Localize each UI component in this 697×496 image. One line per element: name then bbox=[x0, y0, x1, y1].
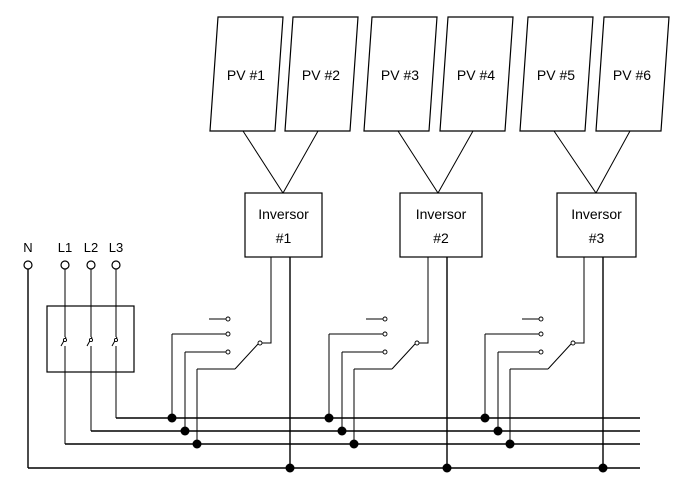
inverter-1-title: Inversor bbox=[258, 206, 309, 222]
pv-panel-6-label: PV #6 bbox=[613, 67, 651, 83]
terminal-l1-label: L1 bbox=[58, 240, 72, 255]
terminal-l2-label: L2 bbox=[84, 240, 98, 255]
grid-terminals: N L1 L2 L3 bbox=[23, 240, 123, 270]
pv-panel-4-label: PV #4 bbox=[457, 67, 495, 83]
terminal-n bbox=[23, 260, 33, 270]
pv-panel-3-label: PV #3 bbox=[381, 67, 419, 83]
pv-panel-1: PV #1 bbox=[209, 16, 284, 132]
pv-panel-4: PV #4 bbox=[439, 16, 514, 132]
pv-panel-3: PV #3 bbox=[363, 16, 438, 132]
inverter-3-title: Inversor bbox=[571, 206, 622, 222]
pv-panel-5: PV #5 bbox=[519, 16, 594, 132]
pv-panel-2: PV #2 bbox=[284, 16, 359, 132]
inverter-3-number: #3 bbox=[589, 230, 605, 246]
terminal-n-label: N bbox=[23, 240, 32, 255]
inverter-1-number: #1 bbox=[276, 230, 292, 246]
inverter-2-title: Inversor bbox=[416, 206, 467, 222]
panel-connections bbox=[242, 130, 631, 194]
pv-panel-5-label: PV #5 bbox=[537, 67, 575, 83]
inverter-2: Inversor #2 bbox=[399, 192, 483, 258]
junction-dots bbox=[167, 413, 608, 473]
terminal-l2 bbox=[86, 260, 96, 270]
inverter-2-number: #2 bbox=[433, 230, 449, 246]
main-breaker bbox=[46, 269, 135, 444]
pv-panel-2-label: PV #2 bbox=[302, 67, 340, 83]
pv-panel-1-label: PV #1 bbox=[227, 67, 265, 83]
phase-selector-1 bbox=[171, 257, 291, 468]
pv-panel-6: PV #6 bbox=[595, 16, 670, 132]
terminal-l1 bbox=[60, 260, 70, 270]
phase-selector-3 bbox=[484, 257, 604, 468]
phase-selector-2 bbox=[328, 257, 448, 468]
inverter-3: Inversor #3 bbox=[556, 192, 637, 258]
inverter-1: Inversor #1 bbox=[244, 192, 323, 258]
terminal-l3-label: L3 bbox=[109, 240, 123, 255]
terminal-l3 bbox=[111, 260, 121, 270]
